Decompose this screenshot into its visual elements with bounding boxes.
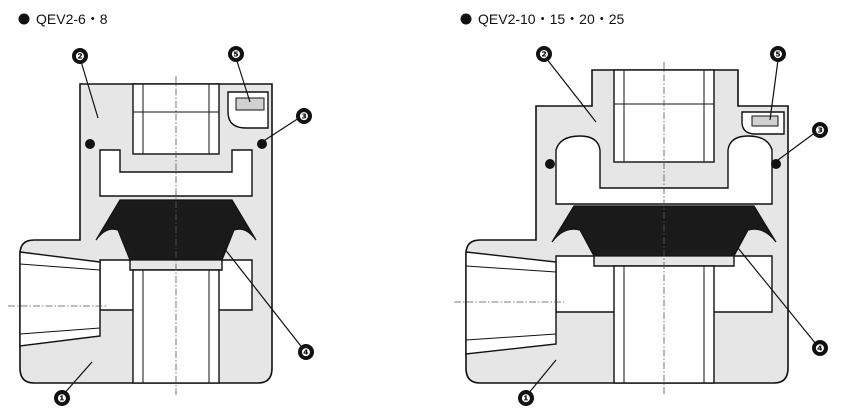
callout-label-right-4: ❹ <box>815 343 824 355</box>
callout-right-2 <box>536 46 552 62</box>
callout-label-right-1: ❶ <box>521 393 530 405</box>
callout-right-3 <box>812 122 828 138</box>
o-ring-left-b <box>257 139 267 149</box>
callout-left-2 <box>72 48 88 64</box>
callout-right-4 <box>812 340 828 356</box>
diagram-left: QEV2-6・8 ❷ <box>8 11 314 406</box>
title-bullet-icon <box>460 13 472 25</box>
callout-label-left-2: ❷ <box>75 51 84 63</box>
callout-right-1 <box>518 390 534 406</box>
o-ring-left-a <box>85 139 95 149</box>
callout-label-left-3: ❸ <box>299 111 308 123</box>
callout-left-4 <box>298 344 314 360</box>
callout-left-1 <box>54 390 70 406</box>
callout-label-left-4: ❹ <box>301 347 310 359</box>
callout-label-right-3: ❸ <box>815 125 824 137</box>
side-port-right <box>465 251 557 355</box>
o-ring-right-b <box>771 159 781 169</box>
callout-label-right-5: ❺ <box>773 49 782 61</box>
diagram-right: QEV2-10・15・20・25 ❷ <box>454 11 828 406</box>
title-bullet-icon <box>18 13 30 25</box>
diagram-title-left: QEV2-6・8 <box>36 11 108 27</box>
diagram-title-right: QEV2-10・15・20・25 <box>478 11 625 27</box>
callout-right-5 <box>770 46 786 62</box>
o-ring-right-a <box>545 159 555 169</box>
callout-label-left-5: ❺ <box>231 49 240 61</box>
callout-left-5 <box>228 46 244 62</box>
callout-label-left-1: ❶ <box>57 393 66 405</box>
callout-left-3 <box>296 108 312 124</box>
callout-label-right-2: ❷ <box>539 49 548 61</box>
side-port-left <box>19 251 101 347</box>
